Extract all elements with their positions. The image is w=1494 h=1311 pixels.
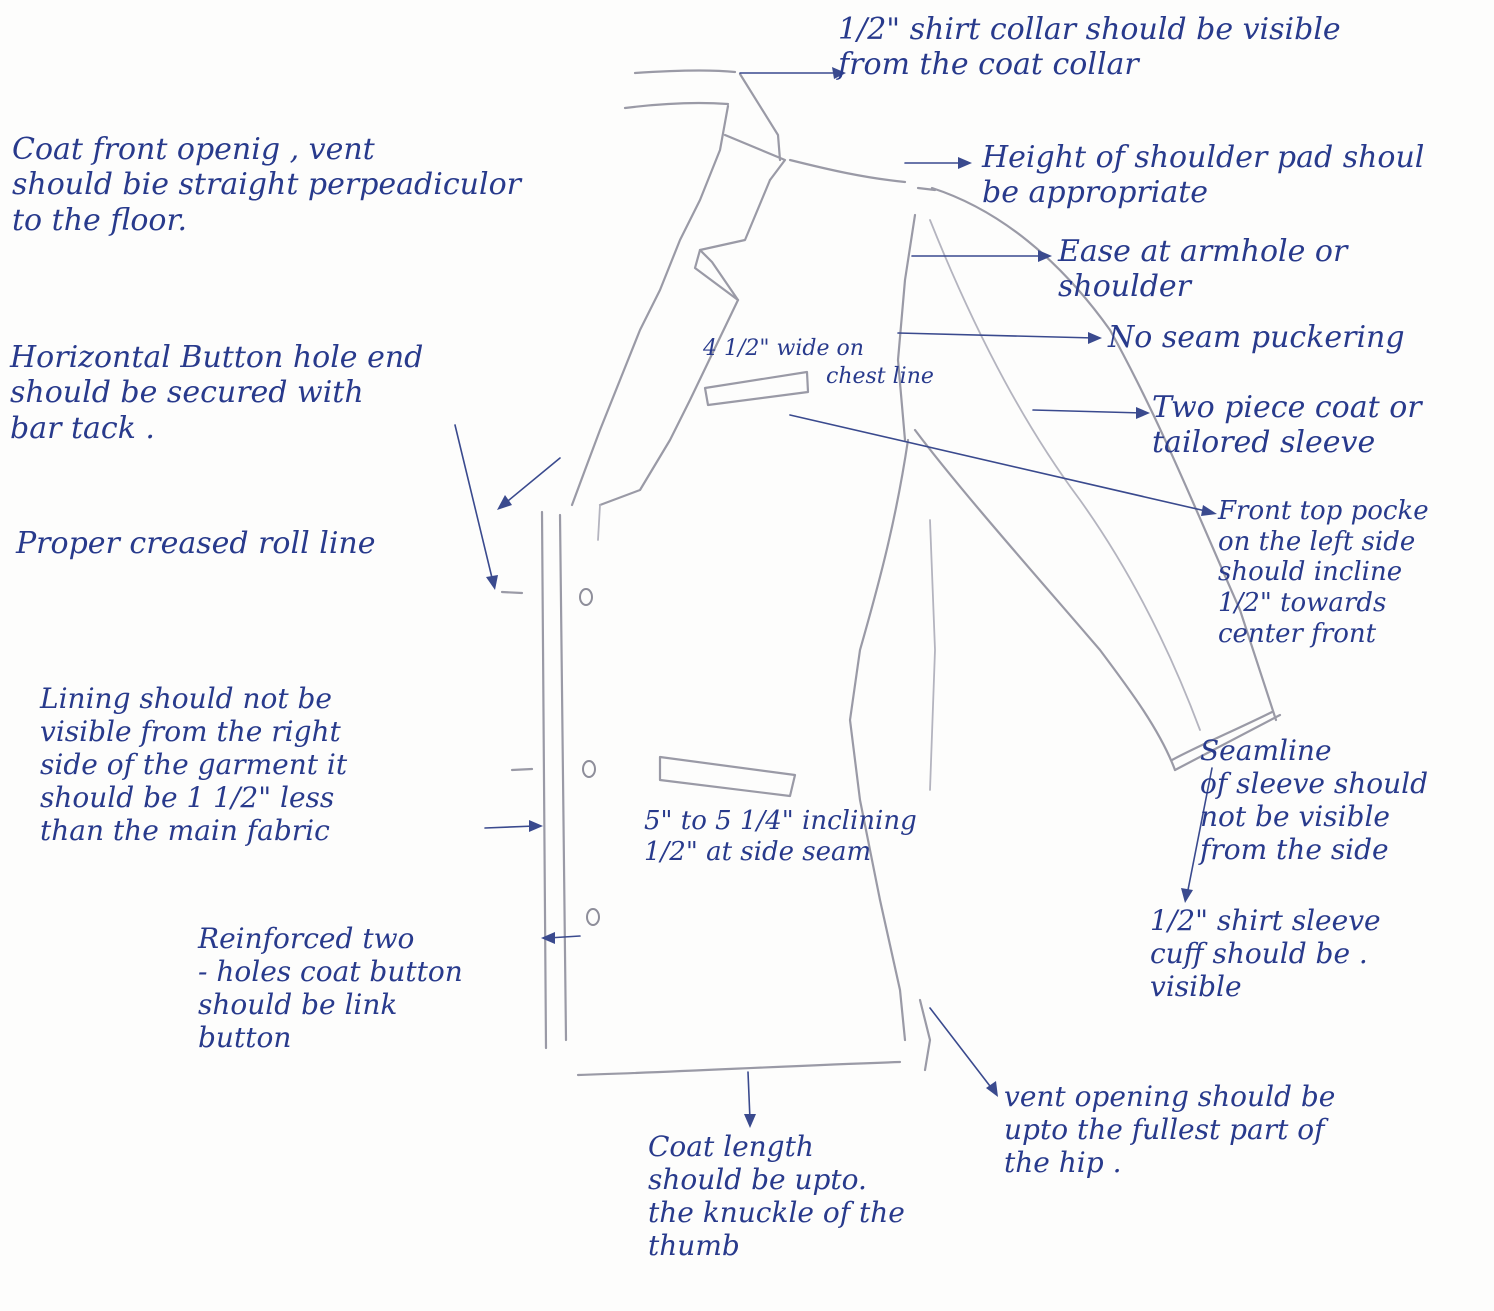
shoulder-line [790,160,905,182]
annotation-arrows [455,67,1217,1128]
front-facing [560,515,566,1040]
annotation-seamline-sleeve: Seamline of sleeve should not be visible… [1200,734,1428,866]
side-seam [850,440,908,1040]
front-panel-edge [598,505,600,540]
lapel-notch [725,135,785,180]
coat-hem [578,1062,900,1075]
coat-collar-top [625,103,728,108]
button-top [580,589,592,605]
lining-mark [512,769,532,770]
annotation-front-opening: Coat front openig , vent should bie stra… [12,132,521,238]
annotation-button: Reinforced two - holes coat button shoul… [198,922,463,1054]
annotation-lower-pocket: 5" to 5 1/4" inclining 1/2" at side seam [644,806,917,867]
annotation-no-puckering: No seam puckering [1108,320,1405,355]
annotation-roll-line: Proper creased roll line [16,526,376,561]
shirt-collar-line [635,71,735,73]
lapel-outer [572,106,728,505]
annotation-chest-pocket-width: 4 1/2" wide on [703,336,864,362]
annotation-shirt-collar: 1/2" shirt collar should be visible from… [838,12,1341,83]
annotation-vent-opening: vent opening should be upto the fullest … [1004,1080,1335,1179]
lower-pocket [660,757,795,796]
button-bottom [587,909,599,925]
sleeve-back [915,430,1175,770]
side-body-seam [930,520,935,790]
annotation-horizontal-buttonhole: Horizontal Button hole end should be sec… [10,340,423,446]
front-edge [542,512,546,1048]
annotation-shoulder-pad: Height of shoulder pad shoul be appropri… [982,140,1424,211]
armhole-seam [898,215,915,440]
annotation-front-top-pocket: Front top pocke on the left side should … [1218,496,1429,649]
annotation-chest-line: chest line [826,364,934,390]
chest-pocket [705,372,808,405]
annotation-shirt-cuff: 1/2" shirt sleeve cuff should be . visib… [1150,904,1381,1003]
annotation-lining: Lining should not be visible from the ri… [40,682,347,847]
collar-fold [740,74,780,160]
annotation-ease-armhole: Ease at armhole or shoulder [1058,234,1347,305]
annotation-two-piece-sleeve: Two piece coat or tailored sleeve [1152,390,1422,461]
annotation-coat-length: Coat length should be upto. the knuckle … [648,1130,905,1262]
vent-line [920,1000,930,1070]
buttonhole-mark [502,592,522,593]
button-middle [583,761,595,777]
